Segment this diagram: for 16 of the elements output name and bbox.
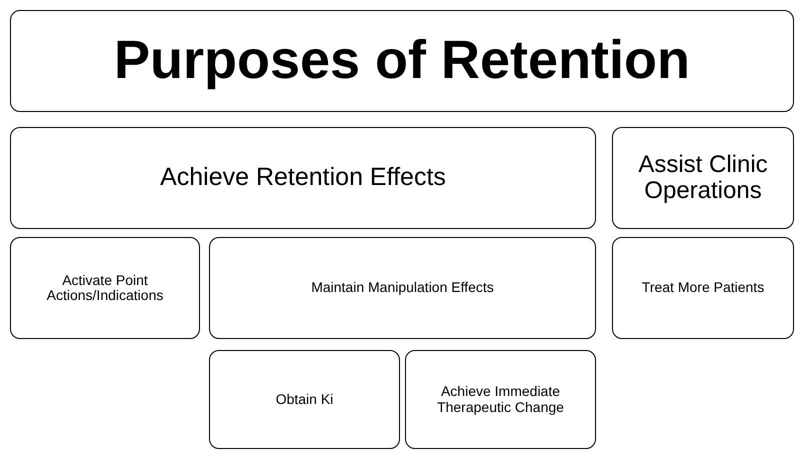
topic-box [209,237,596,339]
topic-box [10,127,596,229]
title-box [10,10,794,112]
topic-label: Assist Clinic Operations [637,152,769,204]
topic-box [209,350,400,449]
topic-box [612,127,794,229]
topic-box [405,350,596,449]
topic-box [612,237,794,339]
topic-box [10,237,200,339]
topic-label: Achieve Immediate Therapeutic Change [436,384,565,415]
topic-label: Achieve Retention Effects [160,164,446,192]
title-text: Purposes of Retention [114,31,690,91]
topic-label: Obtain Ki [276,392,334,408]
topic-label: Activate Point Actions/Indications [46,272,164,304]
topic-label: Treat More Patients [642,280,764,296]
topic-label: Maintain Manipulation Effects [311,280,494,296]
